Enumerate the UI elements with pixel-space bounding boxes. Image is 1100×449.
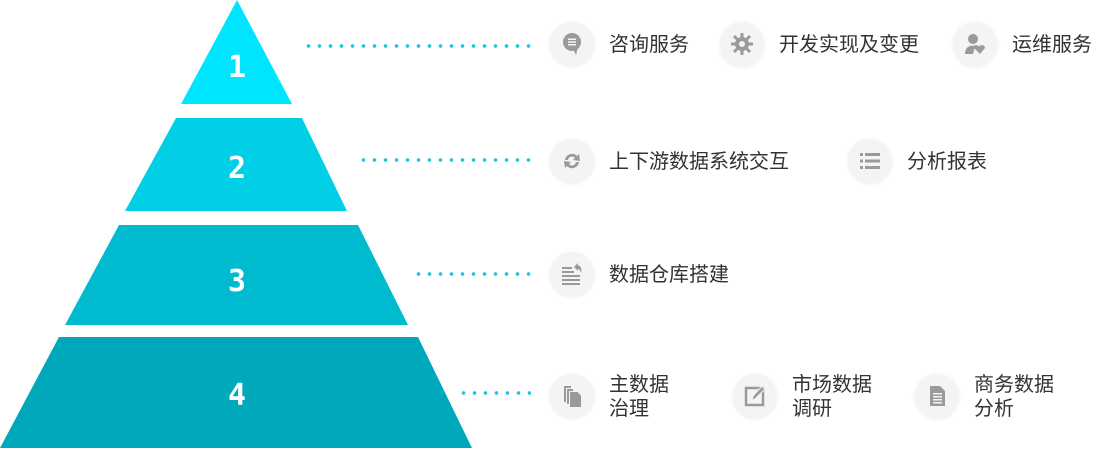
tier-3-shape (65, 225, 408, 325)
item-label: 开发实现及变更 (779, 31, 919, 56)
item-label: 上下游数据系统交互 (609, 148, 789, 173)
item-business-analysis: 商务数据分析 (915, 372, 1064, 420)
item-operations: 运维服务 (953, 22, 1092, 66)
chat-bubble-icon (550, 22, 594, 66)
tier-2-shape (125, 118, 347, 211)
item-label: 市场数据调研 (792, 372, 882, 420)
item-label-line-1: 商务数据 (974, 372, 1054, 396)
refresh-icon (550, 139, 594, 183)
item-analysis-report: 分析报表 (848, 139, 987, 183)
item-consulting: 咨询服务 (550, 22, 689, 66)
tier-3-number: 3 (228, 264, 246, 299)
pyramid: 1 2 3 4 (0, 0, 472, 448)
item-system-interaction: 上下游数据系统交互 (550, 139, 789, 183)
gear-icon (720, 22, 764, 66)
edit-icon (733, 374, 777, 418)
item-label-line-2: 治理 (609, 396, 649, 420)
item-label-line-1: 主数据 (609, 372, 669, 396)
document-icon (915, 374, 959, 418)
item-label: 咨询服务 (609, 31, 689, 56)
connector-dots-2 (358, 158, 531, 162)
list-icon (848, 139, 892, 183)
text-undo-icon (550, 252, 594, 296)
tier-2-number: 2 (228, 151, 246, 186)
item-label: 数据仓库搭建 (609, 261, 729, 286)
tier-4-number: 4 (228, 378, 246, 413)
tier-1-shape (181, 0, 292, 104)
item-label-line-2: 分析 (974, 396, 1014, 420)
tier-4-shape (0, 337, 472, 448)
item-label: 商务数据分析 (974, 372, 1064, 420)
connector-dots-3 (413, 272, 531, 276)
item-label: 分析报表 (907, 148, 987, 173)
connector-dots-4 (458, 391, 531, 395)
item-master-data: 主数据治理 (550, 372, 699, 420)
tier-1-number: 1 (228, 50, 246, 85)
item-label-line-1: 市场数据 (792, 372, 872, 396)
item-label-line-2: 调研 (792, 396, 832, 420)
item-data-warehouse: 数据仓库搭建 (550, 252, 729, 296)
item-development: 开发实现及变更 (720, 22, 919, 66)
user-heart-icon (953, 22, 997, 66)
item-market-research: 市场数据调研 (733, 372, 882, 420)
item-label: 主数据治理 (609, 372, 699, 420)
connector-dots-1 (303, 44, 531, 48)
copy-icon (550, 374, 594, 418)
item-label: 运维服务 (1012, 31, 1092, 56)
